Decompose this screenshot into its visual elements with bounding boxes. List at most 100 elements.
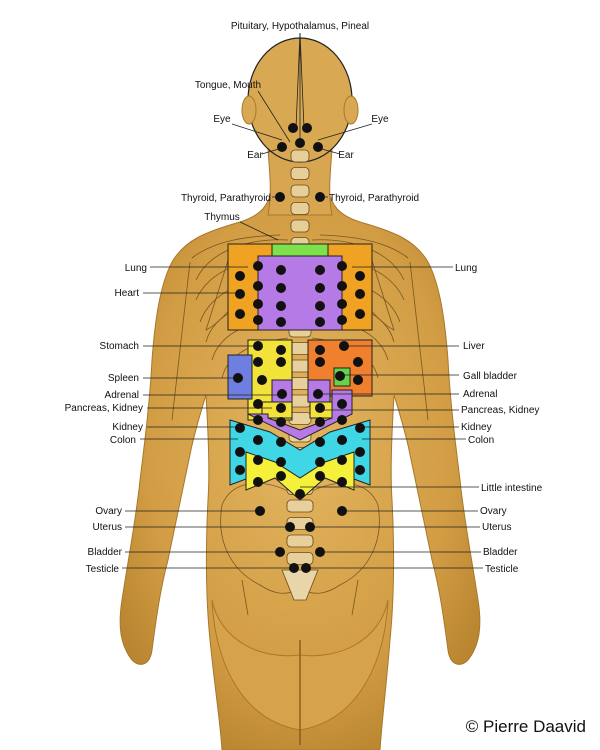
reflex-point [355, 271, 365, 281]
reflex-point [315, 417, 325, 427]
reflex-point [253, 399, 263, 409]
reflex-point [315, 403, 325, 413]
reflex-point [353, 357, 363, 367]
ear-left-shape [241, 95, 257, 125]
label-uterus-left: Uterus [93, 522, 122, 533]
label-lung-left: Lung [125, 263, 147, 274]
reflex-point [253, 299, 263, 309]
reflex-point [305, 522, 315, 532]
vertebra [286, 534, 314, 548]
reflex-point [235, 271, 245, 281]
label-adrenal-right: Adrenal [463, 389, 497, 400]
leader-line [239, 221, 279, 241]
label-colon-right: Colon [468, 435, 494, 446]
leader-line [295, 32, 301, 129]
ear-right-shape [343, 95, 359, 125]
reflex-point [315, 357, 325, 367]
reflex-point [302, 123, 312, 133]
vertebra [290, 184, 310, 198]
reflex-point [277, 389, 287, 399]
vertebra [290, 167, 310, 180]
label-stomach: Stomach [100, 341, 139, 352]
vertebra [290, 149, 310, 163]
label-thymus: Thymus [204, 212, 240, 223]
copyright-text: © Pierre Daavid [466, 717, 586, 736]
reflex-point [275, 192, 285, 202]
reflex-point [313, 389, 323, 399]
shoulder-right [319, 234, 409, 259]
vertebra [286, 552, 314, 565]
reflex-point [276, 301, 286, 311]
reflex-point [315, 283, 325, 293]
zone-heart [257, 255, 343, 331]
label-small-intestine: Little intestine [481, 483, 543, 494]
reflex-point [276, 457, 286, 467]
reflex-point [337, 455, 347, 465]
vertebra [286, 499, 314, 513]
reflex-point [337, 399, 347, 409]
reflex-point [337, 261, 347, 271]
reflex-point [276, 403, 286, 413]
label-testicle-right: Testicle [485, 564, 519, 575]
reflex-point [315, 457, 325, 467]
leader-line [299, 32, 305, 129]
reflex-point [288, 123, 298, 133]
reflex-point [235, 309, 245, 319]
label-gall-bladder: Gall bladder [463, 371, 518, 382]
reflex-point [276, 283, 286, 293]
reflex-point [337, 315, 347, 325]
reflex-point [276, 345, 286, 355]
reflex-point [337, 299, 347, 309]
label-eye-left: Eye [213, 114, 231, 125]
reflex-point [285, 522, 295, 532]
reflex-point [253, 341, 263, 351]
reflex-point [253, 315, 263, 325]
reflex-point [235, 423, 245, 433]
reflex-point [253, 281, 263, 291]
reflex-point [353, 375, 363, 385]
reflex-point [233, 373, 243, 383]
vertebra [290, 219, 310, 233]
leader-lines [122, 32, 483, 569]
reflex-point [355, 465, 365, 475]
reflex-point [315, 437, 325, 447]
reflex-point [337, 506, 347, 516]
reflex-point [253, 261, 263, 271]
reflex-points [233, 123, 365, 573]
label-pancreas-right: Pancreas, Kidney [461, 405, 539, 416]
reflex-point [235, 289, 245, 299]
reflex-point [315, 345, 325, 355]
reflex-point [276, 357, 286, 367]
reflex-point [276, 437, 286, 447]
reflex-point [315, 317, 325, 327]
reflex-point [315, 192, 325, 202]
reflex-point [253, 415, 263, 425]
label-kidney-right: Kidney [461, 422, 492, 433]
label-eye-right: Eye [371, 114, 389, 125]
label-thyroid-left: Thyroid, Parathyroid [181, 193, 271, 204]
label-tongue: Tongue, Mouth [195, 80, 261, 91]
reflex-point [253, 455, 263, 465]
zone-small-intestine [245, 451, 355, 501]
reflex-point [277, 142, 287, 152]
femurs [241, 579, 359, 616]
reflex-point [301, 563, 311, 573]
label-adrenal-left: Adrenal [105, 390, 139, 401]
label-pancreas-left: Pancreas, Kidney [65, 403, 143, 414]
label-colon-left: Colon [110, 435, 136, 446]
zone-kidney [247, 389, 353, 441]
reflex-point [339, 341, 349, 351]
reflex-point [257, 375, 267, 385]
reflex-point [315, 471, 325, 481]
reflex-point [337, 281, 347, 291]
label-bladder-left: Bladder [88, 547, 123, 558]
label-bladder-right: Bladder [483, 547, 518, 558]
label-thyroid-right: Thyroid, Parathyroid [329, 193, 419, 204]
reflex-point [337, 435, 347, 445]
leader-line [257, 90, 291, 143]
leader-line [231, 123, 283, 141]
reflex-point [275, 547, 285, 557]
reflex-point [253, 477, 263, 487]
reflex-point [276, 417, 286, 427]
